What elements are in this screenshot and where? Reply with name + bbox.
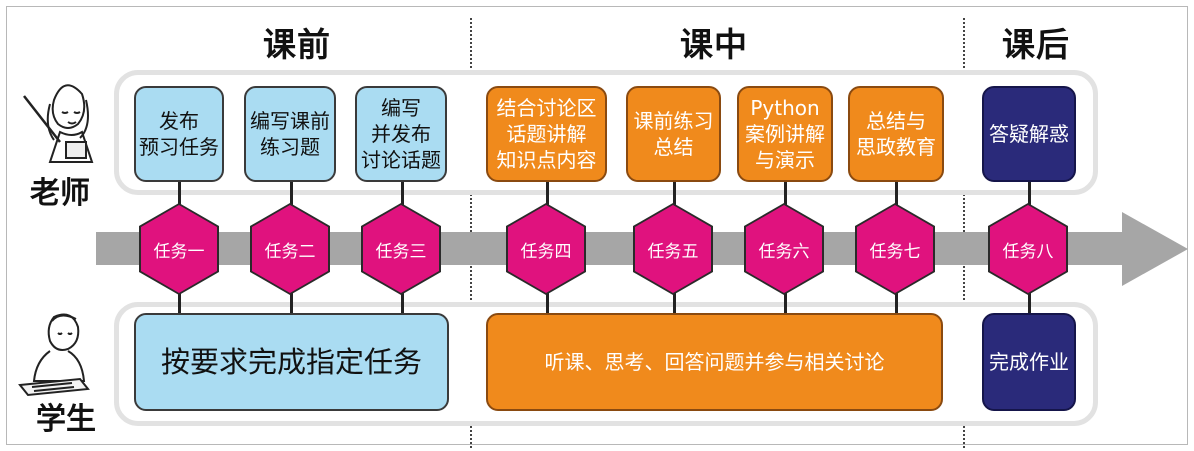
timeline-arrow-head <box>1122 212 1188 286</box>
task-label-7: 任务七 <box>857 205 933 293</box>
role-label-student: 学生 <box>36 402 96 437</box>
phase-title-before: 课前 <box>263 25 331 64</box>
teacher-task-box-4: 结合讨论区 话题讲解 知识点内容 <box>486 86 607 182</box>
phase-title-after: 课后 <box>1002 25 1070 64</box>
task-label-4: 任务四 <box>508 205 584 293</box>
teacher-task-box-7: 总结与 思政教育 <box>848 86 944 182</box>
student-figure-icon <box>18 313 90 397</box>
task-label-5: 任务五 <box>635 205 711 293</box>
teacher-task-box-8: 答疑解惑 <box>982 86 1076 182</box>
task-hexagon-3: 任务三 <box>361 203 441 295</box>
role-label-teacher: 老师 <box>30 176 90 211</box>
student-task-box-2: 听课、思考、回答问题并参与相关讨论 <box>486 313 943 411</box>
student-task-box-1: 按要求完成指定任务 <box>134 313 449 411</box>
teacher-task-box-6: Python 案例讲解 与演示 <box>737 86 833 182</box>
task-label-6: 任务六 <box>746 205 822 293</box>
teacher-task-box-3: 编写 并发布 讨论话题 <box>355 86 447 182</box>
teacher-task-box-1: 发布 预习任务 <box>134 86 224 182</box>
phase-title-during: 课中 <box>680 25 748 64</box>
teacher-figure-icon <box>23 84 94 163</box>
task-hexagon-2: 任务二 <box>250 203 330 295</box>
teacher-task-box-2: 编写课前 练习题 <box>244 86 336 182</box>
student-task-box-3: 完成作业 <box>982 313 1076 411</box>
teacher-task-box-5: 课前练习 总结 <box>626 86 721 182</box>
